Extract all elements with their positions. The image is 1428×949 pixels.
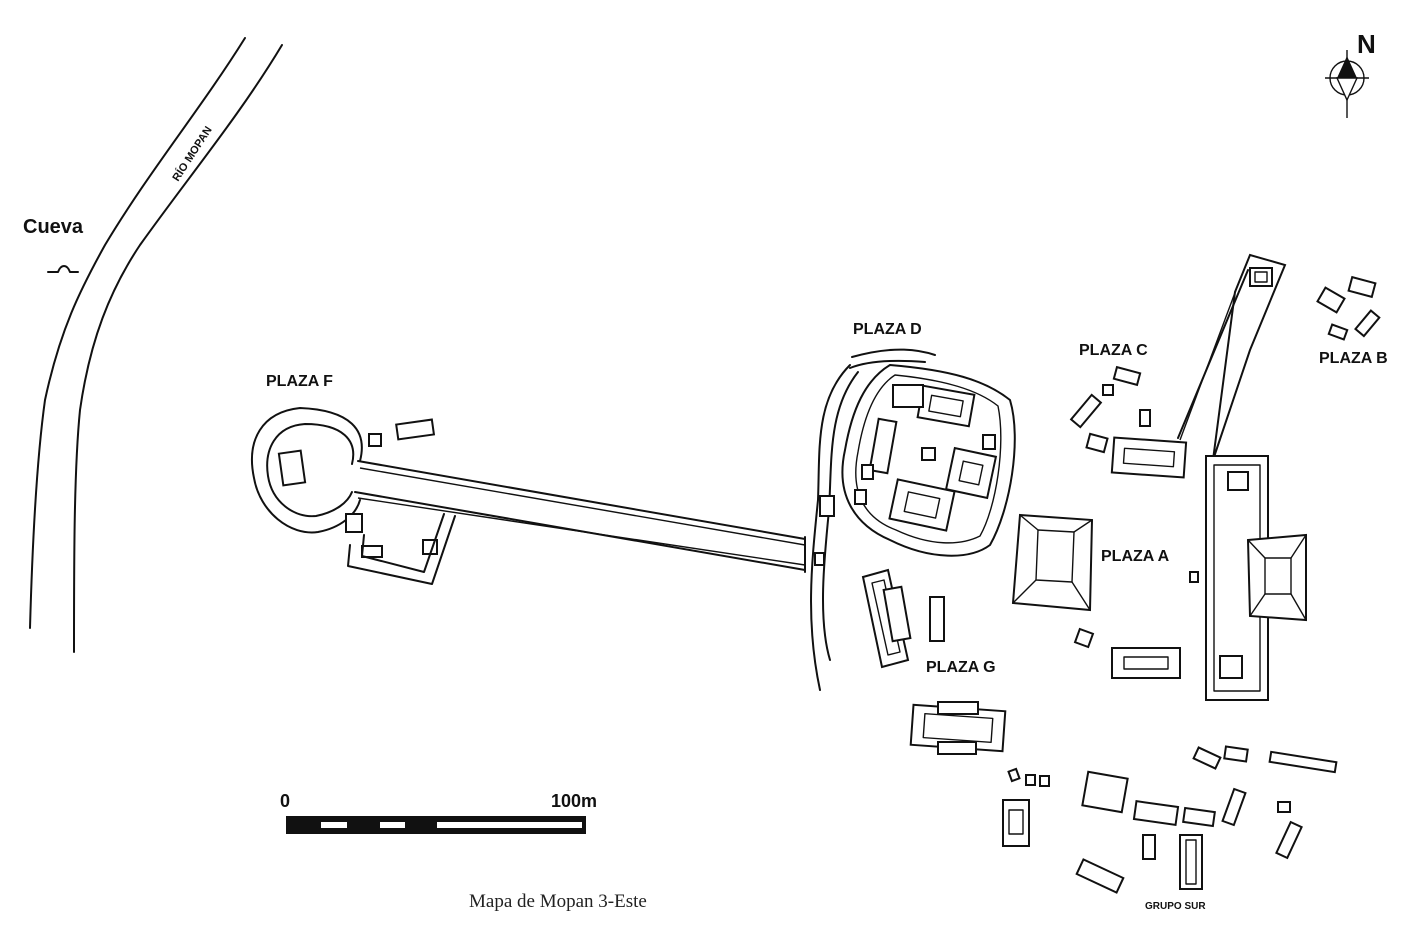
cave-label: Cueva (23, 216, 84, 238)
plaza-b-complex (1316, 275, 1381, 341)
plaza-g-complex (861, 568, 1007, 755)
north-label: N (1357, 29, 1376, 59)
scale-start-label: 0 (280, 791, 290, 811)
plaza-f-label: PLAZA F (266, 373, 333, 390)
plaza-a-complex (1011, 513, 1199, 679)
north-arrow-icon (1325, 50, 1369, 118)
cave-symbol-icon (47, 265, 79, 273)
grupo-sur-complex (1002, 745, 1338, 894)
plaza-c-label: PLAZA C (1079, 342, 1148, 359)
causeway (354, 460, 825, 573)
plaza-f-complex (251, 407, 456, 585)
river-mopan (29, 37, 283, 653)
plaza-d-complex (810, 348, 1016, 691)
plaza-d-label: PLAZA D (853, 321, 922, 338)
plaza-c-complex (1069, 365, 1188, 479)
plaza-a-label: PLAZA A (1101, 548, 1170, 565)
plaza-g-label: PLAZA G (926, 659, 996, 676)
plaza-b-label: PLAZA B (1319, 350, 1388, 367)
scale-end-label: 100m (551, 791, 597, 811)
east-complex (1177, 253, 1307, 701)
scale-bar (286, 816, 586, 834)
grupo-sur-label: GRUPO SUR (1145, 901, 1206, 912)
map-caption: Mapa de Mopan 3-Este (469, 891, 647, 912)
